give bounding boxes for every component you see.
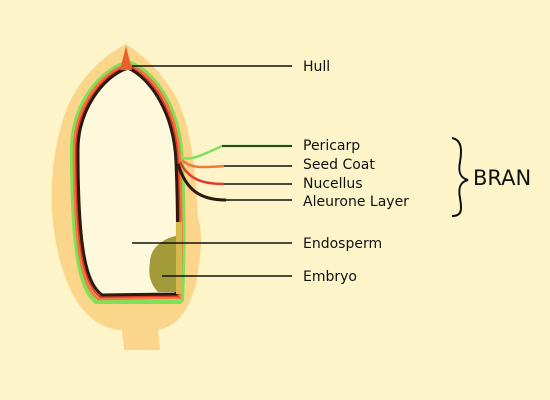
pericarp-label: Pericarp bbox=[303, 138, 361, 154]
endosperm-shape bbox=[76, 66, 179, 297]
endosperm-label: Endosperm bbox=[303, 236, 383, 252]
bran-group-label: BRAN bbox=[473, 166, 532, 190]
nucellus-shape bbox=[74, 64, 181, 299]
embryo-shape bbox=[149, 236, 176, 292]
pericarp-leader-line bbox=[183, 144, 292, 160]
nucellus-label: Nucellus bbox=[303, 176, 363, 192]
seed-coat-label: Seed Coat bbox=[303, 157, 375, 173]
embryo-scutellum bbox=[176, 222, 182, 294]
aleurone-leader-line bbox=[176, 163, 227, 202]
aleurone-label: Aleurone Layer bbox=[303, 194, 409, 210]
bran-brace bbox=[451, 137, 469, 217]
hull-label: Hull bbox=[303, 59, 331, 75]
seed-coat-leader-line bbox=[181, 159, 225, 169]
embryo-label: Embryo bbox=[303, 269, 357, 285]
nucellus-leader-line bbox=[178, 161, 225, 186]
hull-tip bbox=[120, 46, 132, 70]
